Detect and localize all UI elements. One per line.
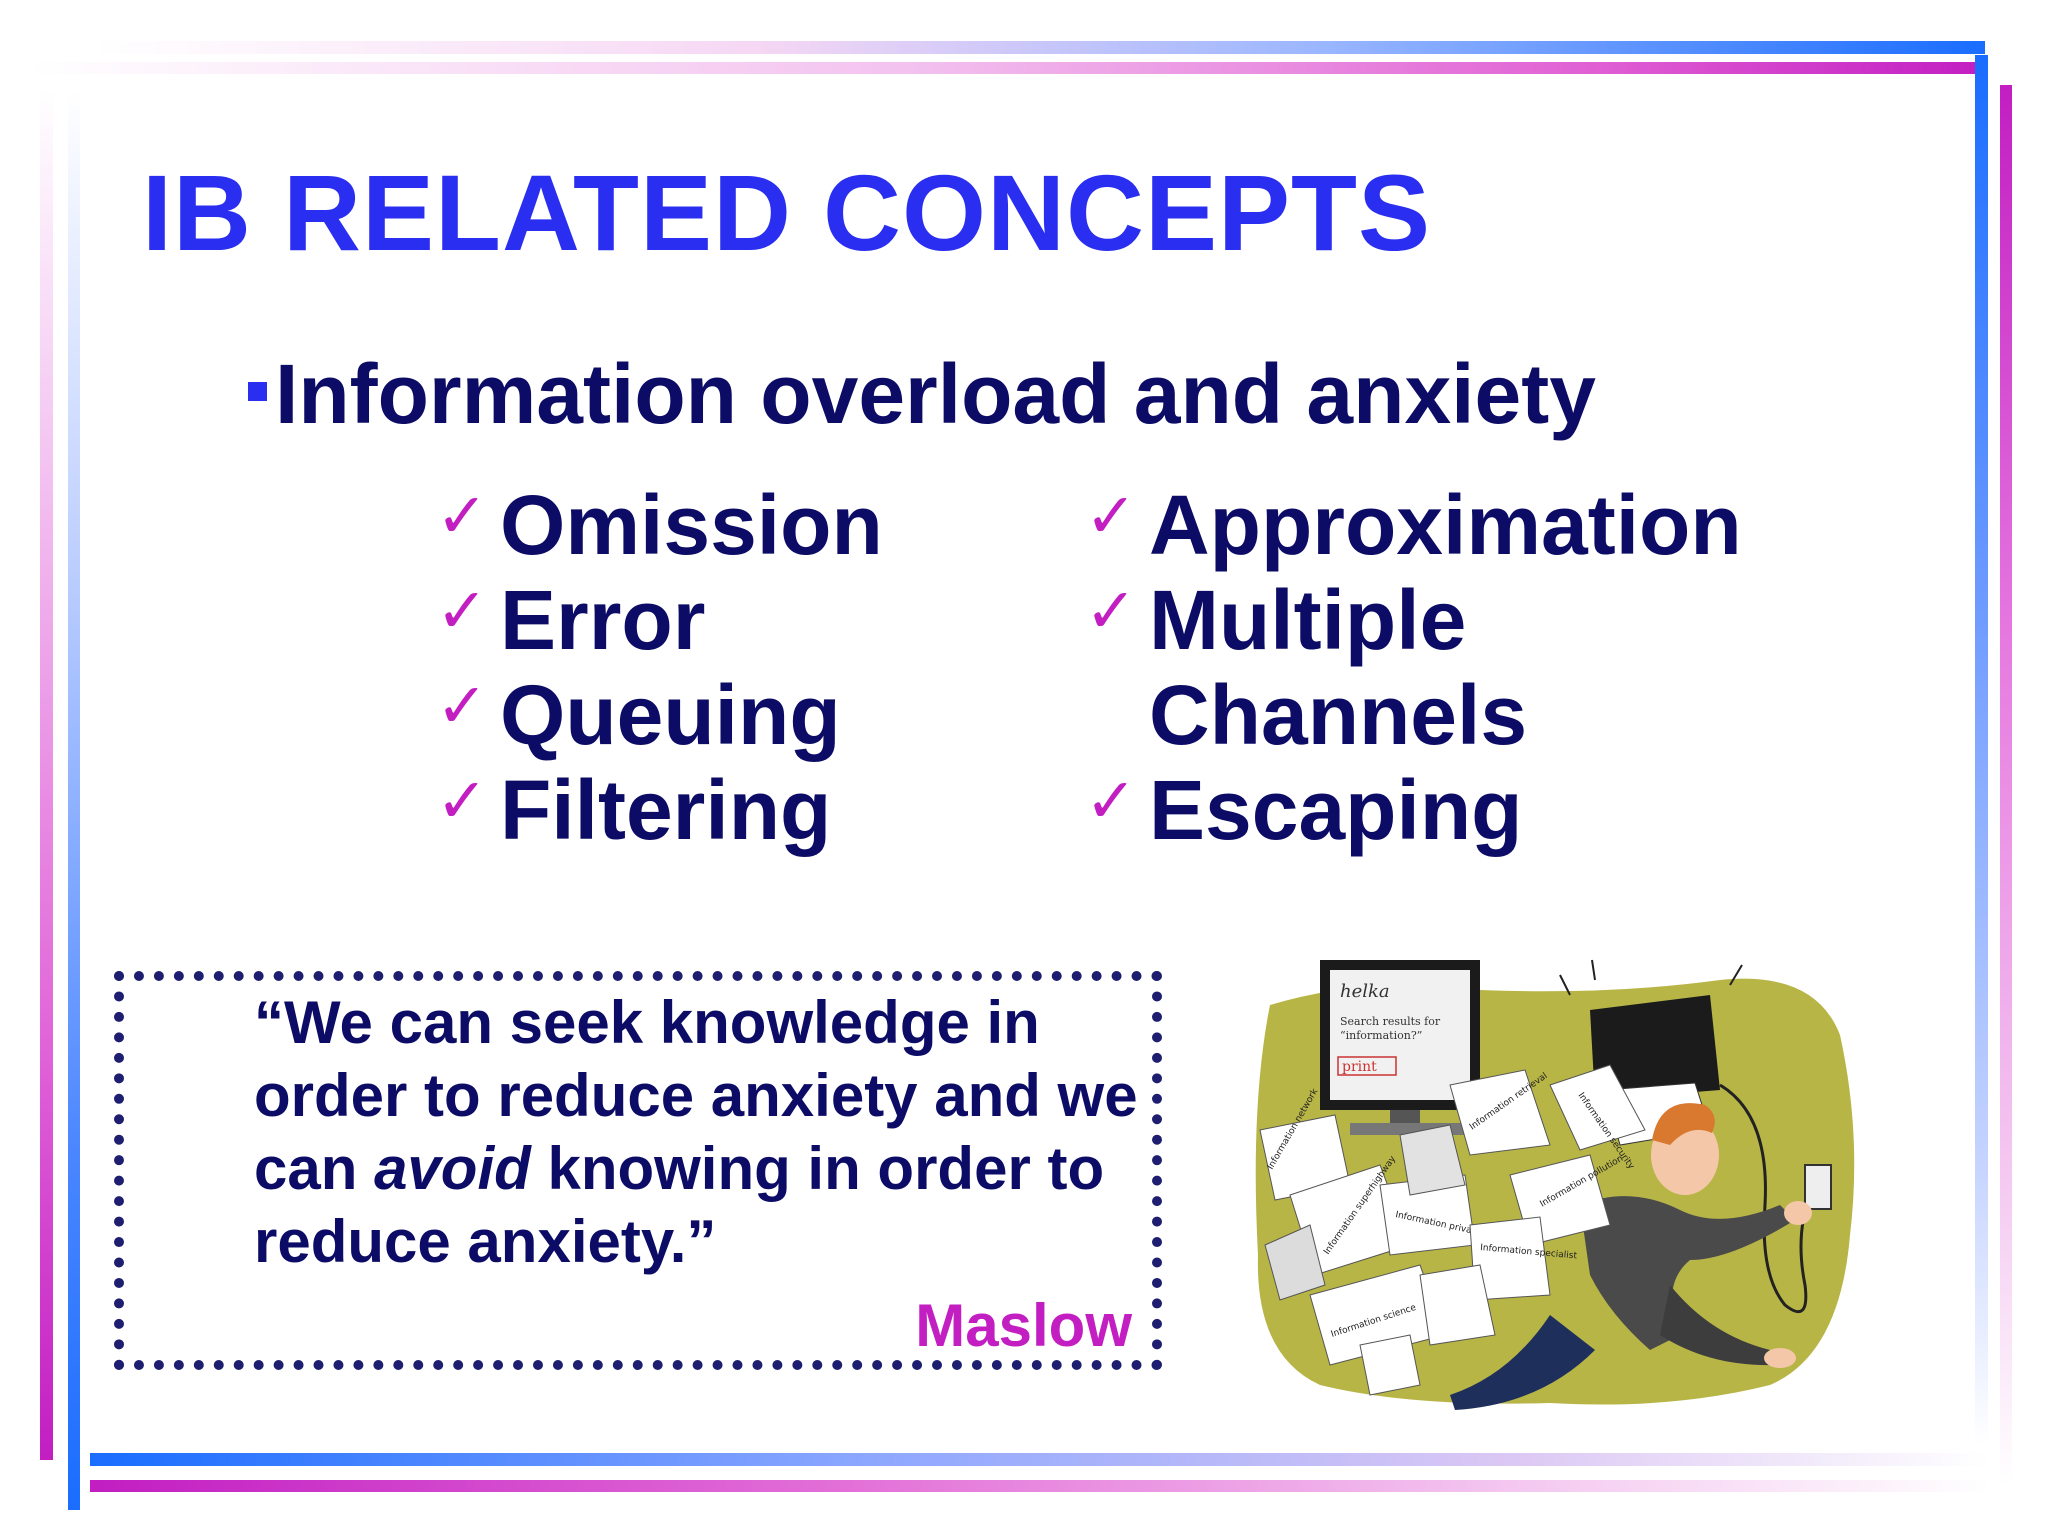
checklist-item-label: Error xyxy=(500,573,706,667)
checkmark-icon: ✓ xyxy=(436,577,488,646)
checkmark-icon: ✓ xyxy=(436,767,488,836)
paper-sheet xyxy=(1359,1334,1421,1396)
checkmark-icon: ✓ xyxy=(1085,767,1137,836)
quote-text-end: knowing in order to reduce anxiety.” xyxy=(254,1135,1105,1275)
person-body xyxy=(1580,1196,1795,1350)
person xyxy=(1450,1103,1812,1410)
screen-print-button: print xyxy=(1342,1059,1377,1075)
checklist-item-label: Filtering xyxy=(500,763,832,857)
information-overload-illustration: helka Search results for “information?” … xyxy=(1255,959,1855,1410)
checklist-item-label: Escaping xyxy=(1149,763,1523,857)
main-bullet-text: Information overload and anxiety xyxy=(275,347,1596,441)
quote-box: “We can seek knowledge in order to reduc… xyxy=(114,971,1162,1370)
printer-alarm-lines xyxy=(1559,959,1743,996)
keyboard xyxy=(1350,1123,1490,1135)
wall-socket xyxy=(1804,1164,1832,1210)
person-hair xyxy=(1652,1103,1715,1145)
person-arm-left xyxy=(1660,1285,1775,1366)
checklist-item-label: Omission xyxy=(500,478,883,572)
main-bullet: Information overload and anxiety xyxy=(248,352,1596,436)
checkmark-icon: ✓ xyxy=(436,482,488,551)
top-frame-bar-magenta xyxy=(30,62,1985,74)
bottom-frame-bar-blue xyxy=(90,1453,1990,1466)
right-frame-bar-magenta xyxy=(2000,85,2012,1485)
quote-author: Maslow xyxy=(915,1292,1132,1359)
paper-sheet xyxy=(1419,1264,1496,1346)
quote-emphasis: avoid xyxy=(374,1135,531,1202)
paper-pile: Information network Information superhig… xyxy=(1259,1064,1646,1396)
checklist-item-queuing: ✓ Queuing xyxy=(436,668,883,763)
print-button-outline xyxy=(1337,1056,1397,1076)
checklist-right: ✓ Approximation ✓ Multiple Channels ✓ Es… xyxy=(1085,478,1742,858)
screen-title: helka xyxy=(1340,981,1390,1002)
right-frame-bar-blue xyxy=(1975,55,1988,1445)
checklist-item-escaping: ✓ Escaping xyxy=(1085,763,1742,858)
paper-sheet xyxy=(1549,1064,1646,1151)
checklist-item-label: Multiple Channels xyxy=(1149,573,1528,762)
checklist-item-label: Queuing xyxy=(500,668,841,762)
screen-line-2: “information?” xyxy=(1340,1029,1422,1042)
paper-sheet xyxy=(1399,1124,1466,1196)
checklist-item-filtering: ✓ Filtering xyxy=(436,763,883,858)
checkmark-icon: ✓ xyxy=(436,672,488,741)
paper-sheet xyxy=(1449,1069,1551,1156)
printer-body xyxy=(1590,995,1720,1100)
person-hand-left xyxy=(1764,1348,1796,1368)
monitor-screen xyxy=(1330,970,1470,1100)
computer-monitor: helka Search results for “information?” … xyxy=(1320,960,1490,1135)
left-frame-bar-magenta xyxy=(40,90,53,1460)
bottom-frame-bar-magenta xyxy=(90,1480,1990,1492)
paper-sheet xyxy=(1264,1224,1326,1301)
person-hand-right xyxy=(1784,1201,1812,1225)
square-bullet-icon xyxy=(248,382,267,401)
person-legs xyxy=(1450,1315,1595,1410)
checklist-item-error: ✓ Error xyxy=(436,573,883,668)
monitor-stand xyxy=(1390,1110,1420,1124)
power-cord xyxy=(1719,1083,1812,1314)
checklist-item-label: Approximation xyxy=(1149,478,1742,572)
screen-line-1: Search results for xyxy=(1340,1015,1441,1028)
checklist-item-omission: ✓ Omission xyxy=(436,478,883,573)
left-frame-bar-blue xyxy=(68,90,80,1510)
checklist-item-approximation: ✓ Approximation xyxy=(1085,478,1742,573)
checklist-item-multiple-channels: ✓ Multiple Channels xyxy=(1085,573,1742,763)
checkmark-icon: ✓ xyxy=(1085,577,1137,646)
checkmark-icon: ✓ xyxy=(1085,482,1137,551)
quote-text-start: “We can seek knowledge in order to reduc… xyxy=(254,989,1138,1202)
top-frame-bar-blue xyxy=(95,41,1985,54)
slide-title: IB RELATED CONCEPTS xyxy=(142,152,1432,273)
quote-text: “We can seek knowledge in order to reduc… xyxy=(254,986,1174,1278)
checklist-left: ✓ Omission ✓ Error ✓ Queuing ✓ Filtering xyxy=(436,478,883,858)
